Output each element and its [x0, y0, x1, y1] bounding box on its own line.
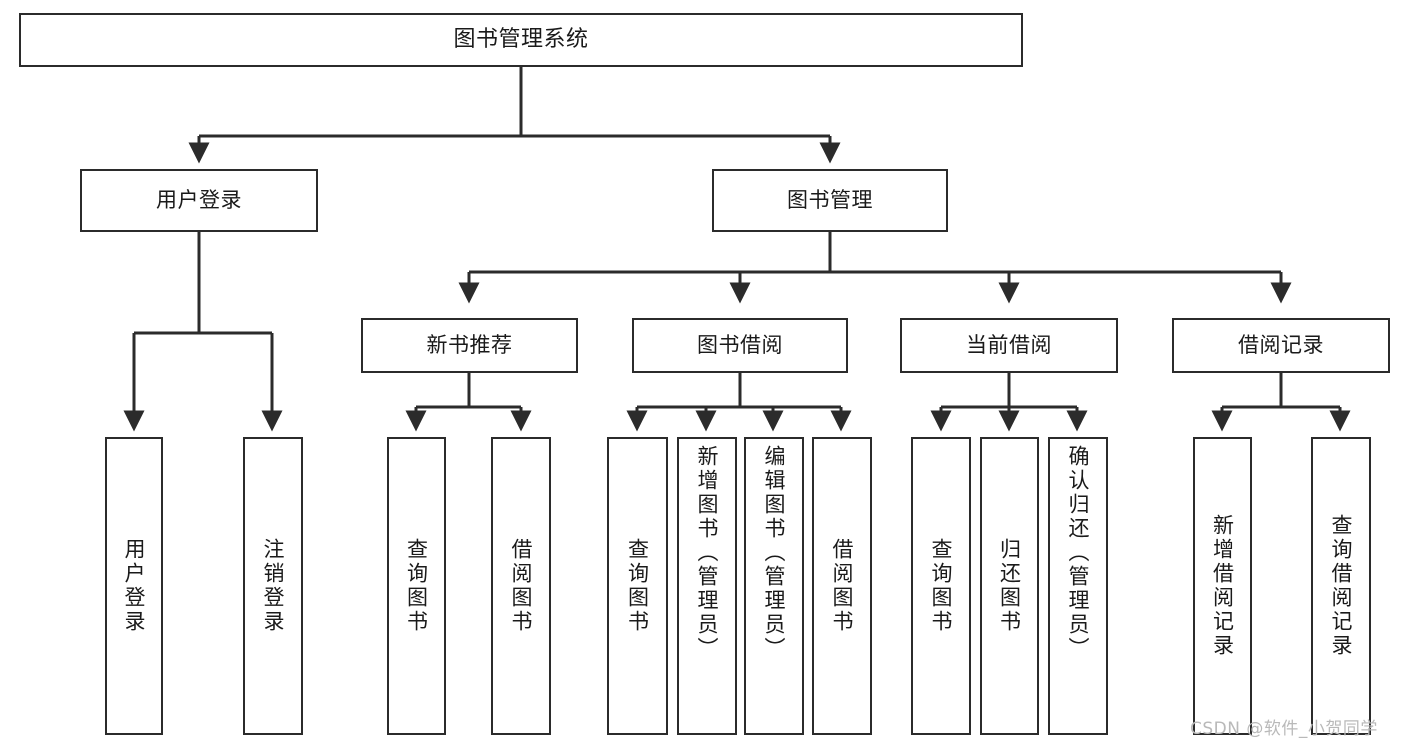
node-book-borrow[interactable]: 图书借阅 — [632, 318, 848, 373]
node-leaf-confirm-return-admin[interactable]: 确认归还（管理员） — [1048, 437, 1108, 735]
node-leaf-add-borrow-record[interactable]: 新增借阅记录 — [1193, 437, 1252, 735]
node-label: 新增借阅记录 — [1210, 514, 1235, 658]
node-leaf-borrow-book[interactable]: 借阅图书 — [812, 437, 872, 735]
node-current-borrow[interactable]: 当前借阅 — [900, 318, 1118, 373]
node-leaf-query-book-recommend[interactable]: 查询图书 — [387, 437, 446, 735]
node-new-book-recommend[interactable]: 新书推荐 — [361, 318, 578, 373]
node-label: 用户登录 — [156, 188, 242, 213]
node-leaf-edit-book-admin[interactable]: 编辑图书（管理员） — [744, 437, 804, 735]
node-label: 当前借阅 — [966, 333, 1052, 358]
node-label: 新书推荐 — [426, 333, 513, 358]
node-leaf-user-login[interactable]: 用户登录 — [105, 437, 163, 735]
node-leaf-query-borrow-record[interactable]: 查询借阅记录 — [1311, 437, 1371, 735]
node-label: 确认归还（管理员） — [1066, 445, 1091, 661]
node-borrow-record[interactable]: 借阅记录 — [1172, 318, 1390, 373]
node-user-login[interactable]: 用户登录 — [80, 169, 318, 232]
node-label: 注销登录 — [261, 538, 286, 634]
node-label: 图书管理系统 — [453, 27, 589, 53]
node-root-system[interactable]: 图书管理系统 — [19, 13, 1023, 67]
node-label: 借阅图书 — [830, 538, 855, 634]
node-label: 查询借阅记录 — [1329, 514, 1354, 658]
node-label: 图书管理 — [787, 188, 873, 213]
node-label: 归还图书 — [997, 538, 1022, 634]
node-book-management[interactable]: 图书管理 — [712, 169, 948, 232]
node-label: 图书借阅 — [697, 333, 783, 358]
node-label: 查询图书 — [625, 538, 650, 634]
node-leaf-query-book-current[interactable]: 查询图书 — [911, 437, 971, 735]
node-label: 新增图书（管理员） — [695, 445, 720, 661]
node-label: 用户登录 — [122, 538, 147, 634]
node-leaf-query-book-borrow[interactable]: 查询图书 — [607, 437, 668, 735]
node-label: 借阅图书 — [509, 538, 534, 634]
node-leaf-return-book[interactable]: 归还图书 — [980, 437, 1039, 735]
node-label: 编辑图书（管理员） — [762, 445, 787, 661]
node-label: 查询图书 — [929, 538, 954, 634]
node-leaf-logout[interactable]: 注销登录 — [243, 437, 303, 735]
node-label: 借阅记录 — [1238, 333, 1324, 358]
node-leaf-borrow-book-recommend[interactable]: 借阅图书 — [491, 437, 551, 735]
node-label: 查询图书 — [404, 538, 429, 634]
node-leaf-add-book-admin[interactable]: 新增图书（管理员） — [677, 437, 737, 735]
